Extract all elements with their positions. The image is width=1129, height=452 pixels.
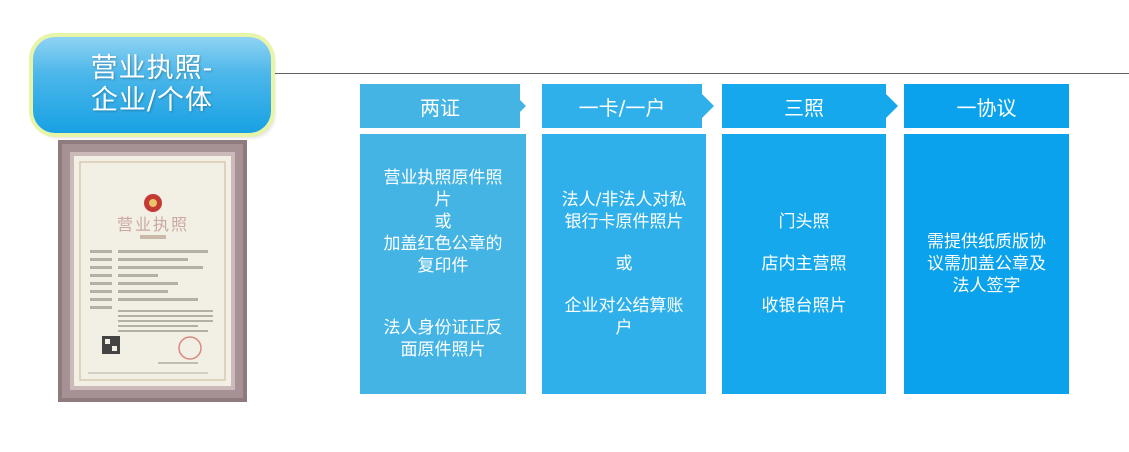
column-header-agreement: 一协议 — [904, 84, 1069, 128]
list-item: 议需加盖公章及 — [927, 254, 1046, 274]
column-header-two-certificates: 两证 — [360, 84, 520, 128]
list-item: 或 — [434, 212, 452, 232]
list-item: 企业对公结算账 — [564, 296, 684, 316]
column-header-card-account: 一卡/一户 — [542, 84, 702, 128]
list-item: 法人/非法人对私 — [561, 190, 687, 210]
list-item: 法人身份证正反 — [383, 318, 503, 338]
list-item: 加盖红色公章的 — [383, 234, 503, 254]
page-title: 营业执照- 企业/个体 — [33, 37, 271, 133]
list-item: 门头照 — [778, 212, 830, 232]
list-item: 复印件 — [417, 256, 469, 276]
column-body-two-certificates: 营业执照原件照 片 或 加盖红色公章的 复印件 法人身份证正反 面原件照片 — [360, 134, 526, 394]
arrow-right-icon — [702, 94, 714, 118]
list-item: 店内主营照 — [761, 254, 847, 274]
list-item: 收银台照片 — [761, 296, 847, 316]
list-item: 银行卡原件照片 — [564, 212, 684, 232]
column-header-three-photos: 三照 — [722, 84, 886, 128]
business-license-image: 营业执照 — [58, 140, 247, 402]
list-item: 片 — [434, 190, 452, 210]
arrow-right-icon — [886, 94, 898, 118]
column-body-card-account: 法人/非法人对私 银行卡原件照片 或 企业对公结算账 户 — [542, 134, 706, 394]
list-item: 需提供纸质版协 — [927, 232, 1046, 252]
svg-text:营业执照: 营业执照 — [117, 215, 189, 234]
list-item: 法人签字 — [952, 276, 1021, 296]
column-body-agreement: 需提供纸质版协 议需加盖公章及 法人签字 — [904, 134, 1069, 394]
divider-line — [268, 73, 1129, 74]
column-body-three-photos: 门头照 店内主营照 收银台照片 — [722, 134, 886, 394]
list-item: 面原件照片 — [400, 340, 486, 360]
list-item: 户 — [615, 318, 633, 338]
arrow-right-icon — [514, 94, 526, 118]
list-item: 或 — [615, 254, 633, 274]
list-item: 营业执照原件照 — [383, 168, 503, 188]
